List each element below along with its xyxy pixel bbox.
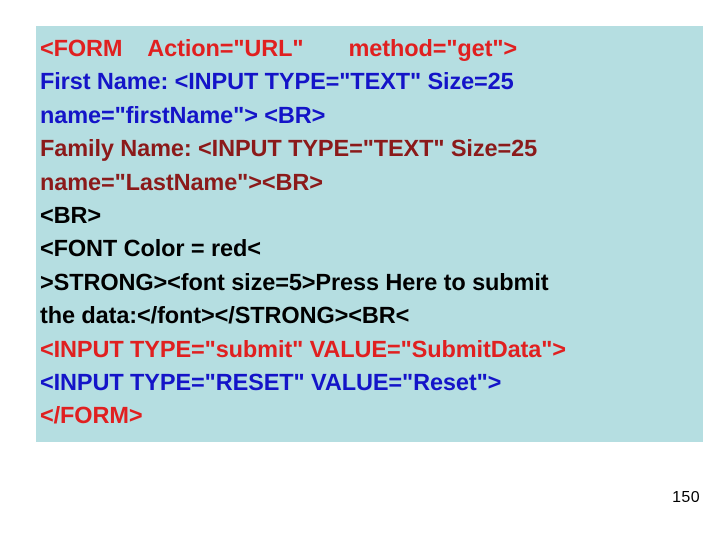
code-line: >STRONG><font size=5>Press Here to submi… bbox=[40, 268, 549, 295]
code-line: Family Name: <INPUT TYPE="TEXT" Size=25 bbox=[40, 135, 538, 162]
page-number: 150 bbox=[672, 489, 700, 506]
code-line: <INPUT TYPE="submit" VALUE="SubmitData"> bbox=[40, 335, 566, 362]
code-line: <BR> bbox=[40, 202, 101, 229]
code-line: </FORM> bbox=[40, 402, 143, 429]
code-line: name="LastName"><BR> bbox=[40, 168, 323, 195]
code-line: <FORM Action="URL" method="get"> bbox=[40, 35, 517, 61]
code-line: name="firstName"> <BR> bbox=[40, 101, 326, 128]
code-line: First Name: <INPUT TYPE="TEXT" Size=25 bbox=[40, 68, 514, 95]
code-line: the data:</font></STRONG><BR< bbox=[40, 302, 410, 329]
code-line: <INPUT TYPE="RESET" VALUE="Reset"> bbox=[40, 369, 502, 396]
code-line: <FONT Color = red< bbox=[40, 235, 261, 262]
code-listing-panel: <FORM Action="URL" method="get"> First N… bbox=[36, 26, 703, 442]
